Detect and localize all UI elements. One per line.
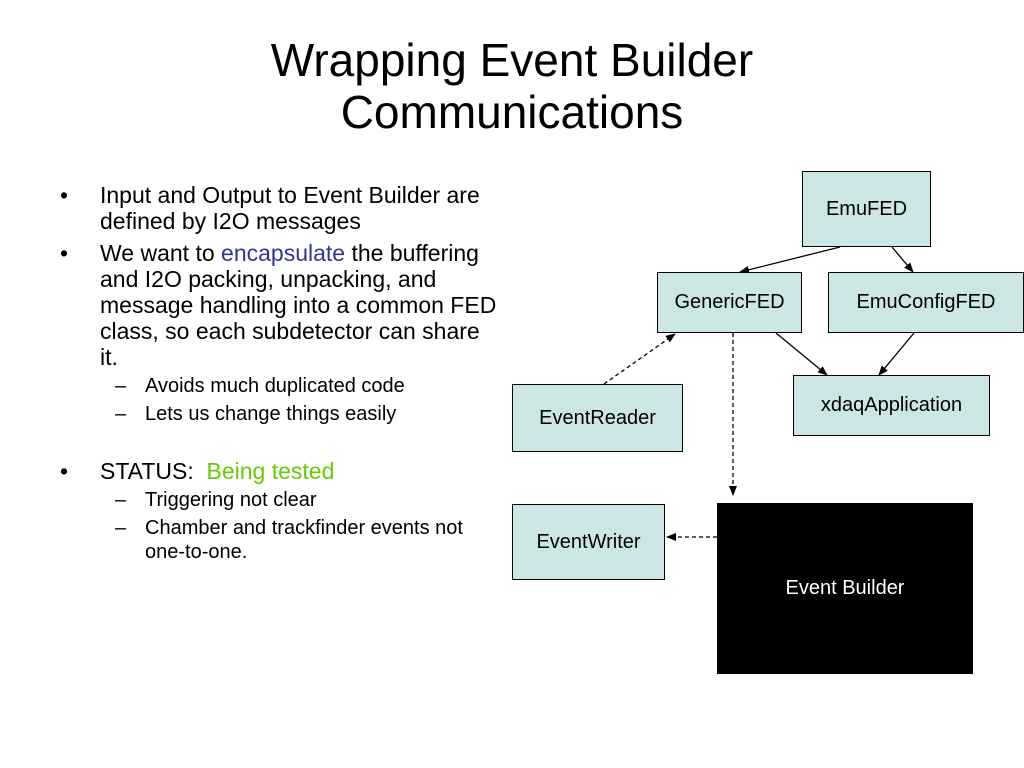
sub-bullet-change-things: – Lets us change things easily — [100, 402, 500, 426]
bullet-marker: • — [60, 458, 69, 484]
node-emuconfigfed-label: EmuConfigFED — [856, 291, 996, 313]
sub-bullet-text: Lets us change things easily — [145, 403, 397, 425]
sub-bullet-text: Avoids much duplicated code — [145, 375, 405, 397]
bullet-encapsulate: • We want to encapsulate the buffering a… — [60, 240, 500, 426]
sub-bullet-text: Triggering not clear — [145, 489, 317, 511]
node-eventwriter-label: EventWriter — [536, 530, 641, 553]
arrow-genericfed-to-xdaqapplication — [775, 332, 828, 376]
bullet-encapsulate-post: the buffering and I2O packing, unpacking… — [100, 240, 497, 370]
bullet-io-messages: • Input and Output to Event Builder are … — [60, 182, 500, 234]
node-event-builder: Event Builder — [717, 503, 973, 674]
sub-bullet-triggering: – Triggering not clear — [100, 488, 500, 512]
status-value: Being tested — [206, 458, 335, 484]
bullet-list: • Input and Output to Event Builder are … — [60, 182, 500, 570]
bullet-encapsulate-pre: We want to — [100, 240, 215, 266]
node-genericfed: GenericFED — [657, 272, 802, 333]
dashed-eventreader-to-genericfed — [603, 333, 676, 385]
sub-bullet-marker: – — [115, 375, 127, 397]
node-xdaqapplication-label: xdaqApplication — [820, 394, 963, 416]
node-emufed: EmuFED — [802, 171, 931, 247]
node-eventreader: EventReader — [512, 384, 683, 452]
bullet-status: • STATUS: Being tested – Triggering not … — [60, 458, 500, 564]
node-xdaqapplication: xdaqApplication — [793, 375, 990, 436]
node-eventwriter: EventWriter — [512, 504, 665, 580]
bullet-marker: • — [60, 240, 69, 266]
sub-bullet-marker: – — [115, 489, 127, 511]
arrow-emuconfigfed-to-xdaqapplication — [878, 332, 915, 376]
title-line-2: Communications — [340, 86, 684, 138]
status-label: STATUS: — [100, 458, 194, 484]
sub-bullet-chamber-events: – Chamber and trackfinder events not one… — [100, 516, 500, 564]
bullet-marker: • — [60, 182, 69, 208]
sub-bullet-marker: – — [115, 517, 127, 539]
sub-bullet-text: Chamber and trackfinder events not one-t… — [145, 517, 463, 563]
arrow-emufed-to-genericfed — [739, 246, 841, 274]
sub-bullet-duplicated-code: – Avoids much duplicated code — [100, 374, 500, 398]
node-emufed-label: EmuFED — [825, 197, 908, 220]
title-line-1: Wrapping Event Builder — [270, 34, 754, 86]
encapsulate-highlight: encapsulate — [221, 240, 346, 266]
node-eventreader-label: EventReader — [539, 406, 656, 429]
slide-title: Wrapping Event Builder Communications — [0, 34, 1024, 138]
bullet-io-text: Input and Output to Event Builder are de… — [100, 182, 480, 234]
node-emuconfigfed: EmuConfigFED — [828, 272, 1024, 333]
sub-bullet-marker: – — [115, 403, 127, 425]
node-genericfed-label: GenericFED — [674, 291, 785, 313]
arrow-emufed-to-emuconfigfed — [891, 246, 914, 273]
node-event-builder-label: Event Builder — [785, 577, 905, 599]
